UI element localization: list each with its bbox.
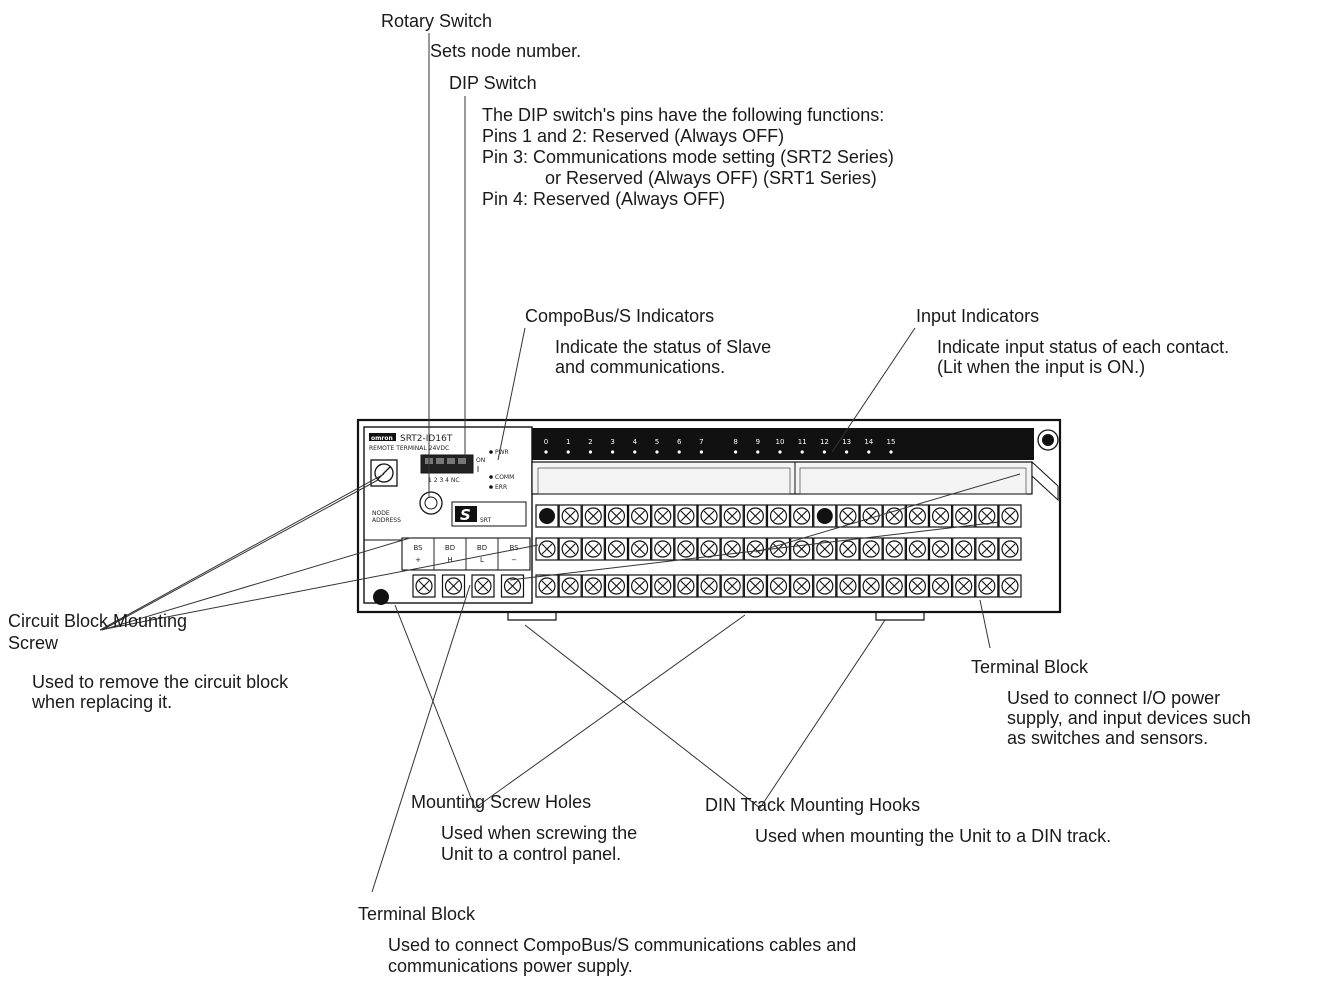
input-led-icon [822,450,827,454]
svg-text:S: S [460,506,471,524]
bs-terminal-polarity: H [447,556,452,564]
comm-label: COMM [495,474,514,481]
input-led-icon [800,450,804,454]
input-led-icon [778,450,782,454]
rotary-switch-title: Rotary Switch [381,11,493,31]
brand-label-group: omron SRT2-ID16T REMOTE TERMINAL 24VDC [369,433,453,452]
input-indicators-title: Input Indicators [916,306,1040,326]
terminal-block-screws [412,504,1022,598]
input-number-label: 7 [699,438,703,446]
input-number-label: 15 [887,438,896,446]
input-indicator-strip [532,428,1034,460]
bs-terminal-name: BS [509,544,519,552]
err-label: ERR [495,484,507,491]
dip-on-label: ON [476,457,485,464]
circuit-block-screw-icon [370,459,398,487]
dip-switch-icon: ON 1 2 3 4 NC [420,454,485,484]
mounting-screw-holes-desc: Used when screwing the Unit to a control… [441,823,638,864]
din-hook-right [875,612,925,621]
input-number-label: 9 [756,438,760,446]
input-led-icon [655,450,659,454]
input-led-icon [699,450,704,454]
circuit-block-screw-title: Circuit Block Mounting Screw [8,611,188,653]
terminal-block-right-desc: Used to connect I/O power supply, and in… [1007,688,1251,748]
model-label: SRT2-ID16T [400,434,453,444]
subtitle-label: REMOTE TERMINAL 24VDC [369,445,449,452]
brand-label: omron [371,435,393,442]
terminal-block-right-title: Terminal Block [971,657,1089,677]
din-track-hooks-desc: Used when mounting the Unit to a DIN tra… [755,826,1112,846]
input-number-label: 10 [776,438,785,446]
address-label: ADDRESS [372,517,401,524]
terminal-screw-icon [539,508,555,524]
node-label: NODE [372,510,390,517]
compobus-indicators: PWR COMM ERR [489,449,514,491]
input-led-icon [544,450,548,454]
input-led-icon [734,450,738,454]
input-led-icon [756,450,760,454]
dip-switch-title: DIP Switch [449,73,537,93]
compobus-indicators-desc: Indicate the status of Slave and communi… [555,337,772,377]
terminal-block-bottom-title: Terminal Block [358,904,476,924]
input-number-label: 11 [798,438,807,446]
din-track-hooks-title: DIN Track Mounting Hooks [705,795,921,815]
input-led-icon [588,450,593,454]
bs-terminal-labels: BS + BD H BD L BS − [413,544,519,564]
terminal-screw-icon [816,508,833,524]
input-led-icon [566,450,570,454]
mounting-screw-holes-title: Mounting Screw Holes [411,792,592,812]
input-number-label: 14 [864,438,873,446]
bs-terminal-name: BS [413,544,423,552]
input-led-icon [889,450,893,454]
mounting-screw-hole-top-icon [1042,434,1054,446]
pwr-label: PWR [495,449,509,456]
bs-terminal-name: BD [477,544,487,552]
input-number-label: 2 [588,438,592,446]
input-number-label: 5 [655,438,659,446]
input-led-icon [677,450,681,454]
dip-numbers-label: 1 2 3 4 NC [428,477,460,484]
din-hook-left [507,612,557,621]
rotary-switch-desc: Sets node number. [430,41,582,61]
input-led-icon [867,450,871,454]
input-number-label: 13 [842,438,851,446]
circuit-block-screw-desc: Used to remove the circuit block when re… [32,672,289,712]
compobus-indicators-title: CompoBus/S Indicators [525,306,715,326]
bs-terminal-polarity: + [415,556,421,564]
srt-logo: S SRT [451,501,527,527]
input-led-icon [611,450,615,454]
input-number-label: 4 [633,438,638,446]
input-number-label: 0 [544,438,548,446]
bs-terminal-polarity: − [511,556,517,564]
input-indicators-desc: Indicate input status of each contact. (… [937,337,1230,377]
input-number-label: 12 [820,438,829,446]
bs-terminal-polarity: L [480,556,484,564]
input-number-label: 6 [677,438,682,446]
input-led-icon [633,450,637,454]
svg-text:SRT: SRT [480,517,492,524]
input-number-label: 3 [610,438,614,446]
input-number-label: 1 [566,438,570,446]
bs-terminal-name: BD [445,544,455,552]
terminal-cover [531,461,1033,495]
mounting-screw-hole-icon [373,589,389,605]
terminal-block-bottom-desc: Used to connect CompoBus/S communication… [388,935,857,976]
dip-switch-desc: The DIP switch's pins have the following… [482,105,894,209]
input-number-label: 8 [733,438,737,446]
input-led-icon [845,450,849,454]
rotary-switch-icon [419,491,443,515]
